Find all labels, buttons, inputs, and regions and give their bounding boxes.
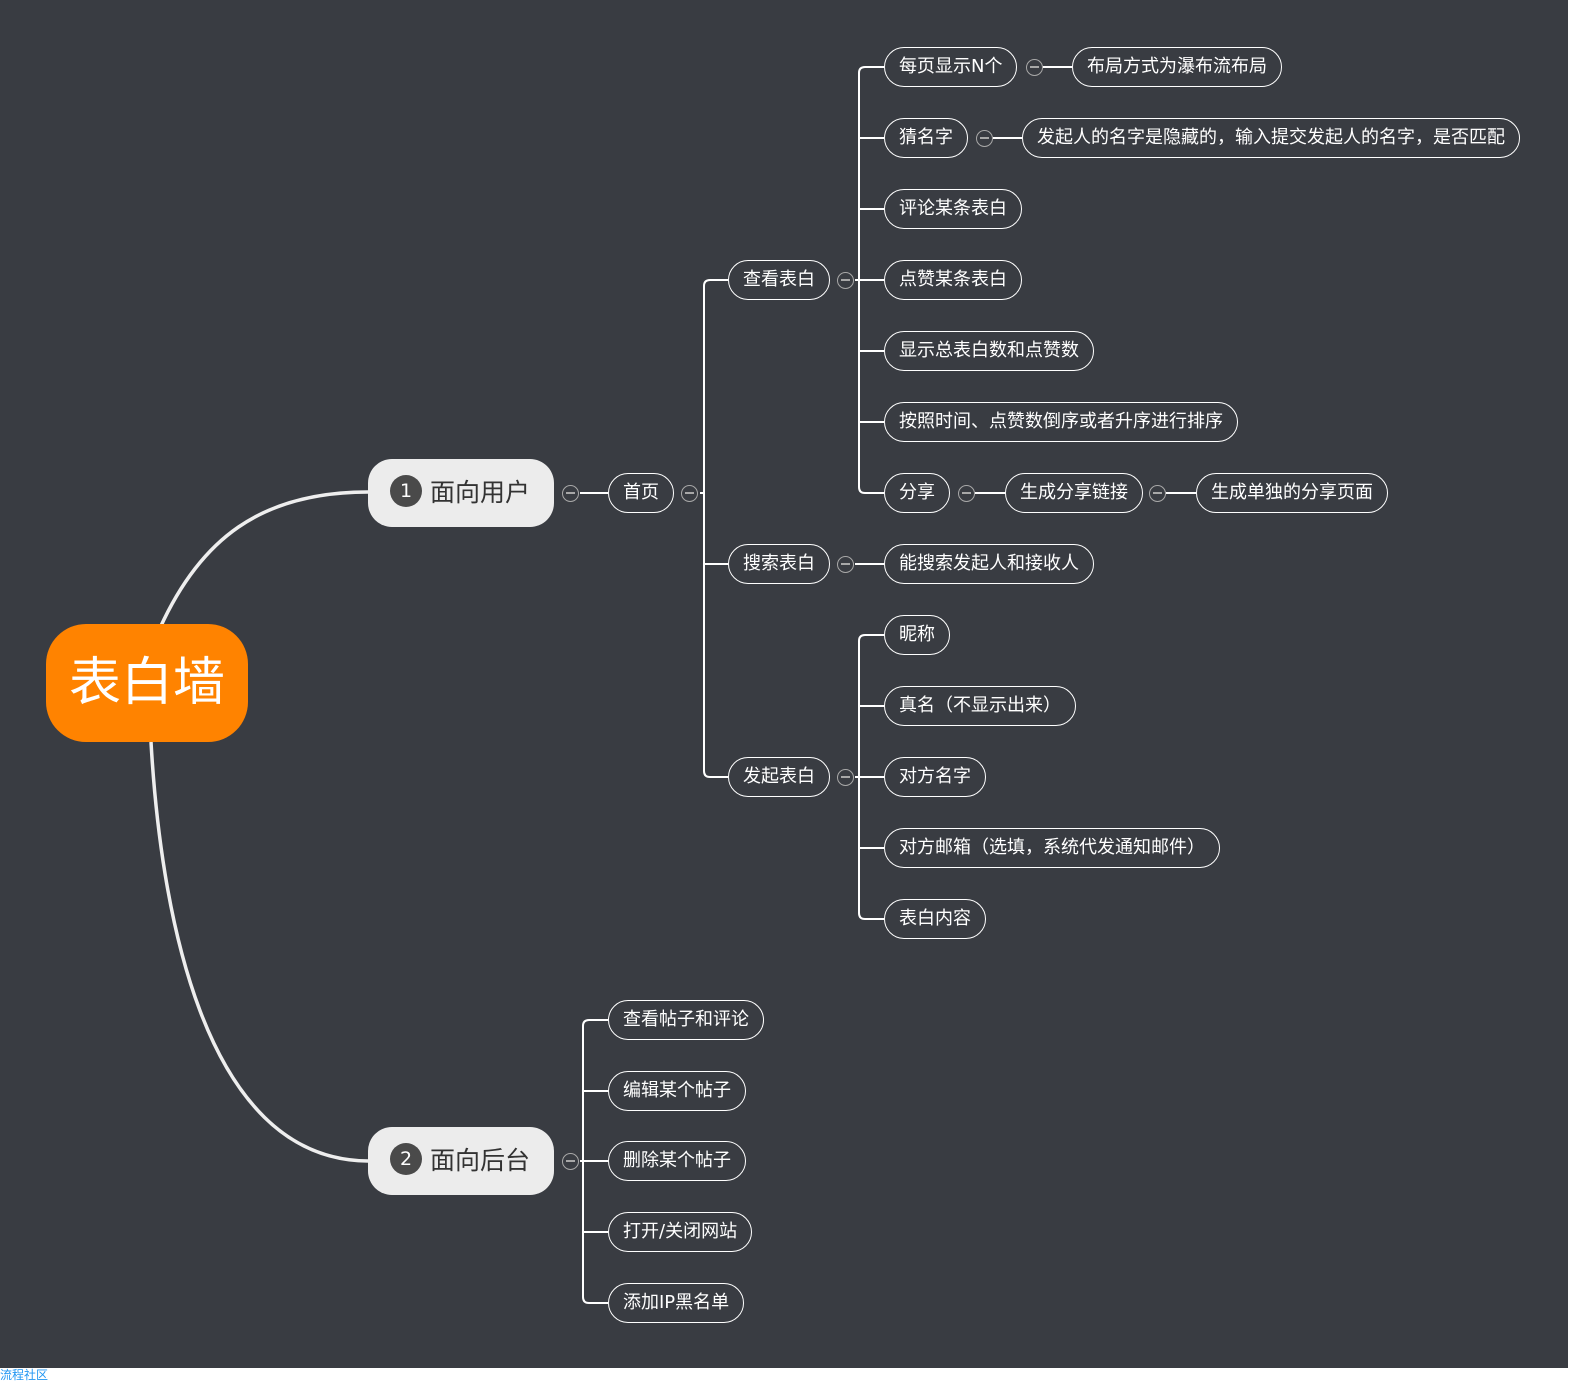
topic-totals[interactable]: 显示总表白数和点赞数 (884, 331, 1094, 371)
topic-create-confession[interactable]: 发起表白 (728, 757, 830, 797)
topic-ip-blacklist[interactable]: 添加IP黑名单 (608, 1283, 745, 1323)
topic-search-confession[interactable]: 搜索表白 (728, 544, 830, 584)
branch-admin-facing[interactable]: 2 面向后台 (368, 1127, 554, 1195)
collapse-toggle-icon[interactable] (562, 1153, 579, 1170)
topic-waterfall-layout[interactable]: 布局方式为瀑布流布局 (1072, 47, 1282, 87)
root-to-user-branch (158, 490, 369, 629)
topic-per-page[interactable]: 每页显示N个 (884, 47, 1018, 87)
topic-share[interactable]: 分享 (884, 473, 950, 513)
root-topic[interactable]: 表白墙 (46, 624, 248, 742)
collapse-toggle-icon[interactable] (1026, 59, 1043, 76)
collapse-toggle-icon[interactable] (681, 485, 698, 502)
topic-delete-post[interactable]: 删除某个帖子 (608, 1141, 746, 1181)
collapse-toggle-icon[interactable] (837, 556, 854, 573)
topic-guess-name-detail[interactable]: 发起人的名字是隐藏的，输入提交发起人的名字，是否匹配 (1022, 118, 1520, 158)
topic-real-name[interactable]: 真名（不显示出来） (884, 686, 1076, 726)
connector-lines (149, 66, 1196, 1304)
root-to-admin-branch (149, 741, 369, 1163)
topic-home[interactable]: 首页 (608, 473, 674, 513)
topic-toggle-site[interactable]: 打开/关闭网站 (608, 1212, 753, 1252)
collapse-toggle-icon[interactable] (1149, 485, 1166, 502)
topic-search-detail[interactable]: 能搜索发起人和接收人 (884, 544, 1094, 584)
branch-label: 面向后台 (430, 1146, 531, 1175)
topic-view-confession[interactable]: 查看表白 (728, 260, 830, 300)
topic-share-link[interactable]: 生成分享链接 (1005, 473, 1143, 513)
topic-guess-name[interactable]: 猜名字 (884, 118, 968, 158)
topic-target-name[interactable]: 对方名字 (884, 757, 986, 797)
topic-nickname[interactable]: 昵称 (884, 615, 950, 655)
collapse-toggle-icon[interactable] (976, 130, 993, 147)
topic-share-page[interactable]: 生成单独的分享页面 (1196, 473, 1388, 513)
topic-like[interactable]: 点赞某条表白 (884, 260, 1022, 300)
topic-content[interactable]: 表白内容 (884, 899, 986, 939)
collapse-toggle-icon[interactable] (562, 485, 579, 502)
topic-target-email[interactable]: 对方邮箱（选填，系统代发通知邮件） (884, 828, 1220, 868)
branch-number-badge: 2 (390, 1143, 422, 1175)
topic-comment[interactable]: 评论某条表白 (884, 189, 1022, 229)
collapse-toggle-icon[interactable] (837, 272, 854, 289)
home-trunk (700, 279, 711, 778)
collapse-toggle-icon[interactable] (958, 485, 975, 502)
branch-user-facing[interactable]: 1 面向用户 (368, 459, 554, 527)
mindmap-canvas: 表白墙 1 面向用户 2 面向后台 首页 查看表白 每页显示N个 布局方式为瀑布流布… (0, 0, 1568, 1368)
watermark-text: 流程社区 (0, 1368, 49, 1382)
branch-number-badge: 1 (390, 475, 422, 507)
topic-sort[interactable]: 按照时间、点赞数倒序或者升序进行排序 (884, 402, 1238, 442)
branch-label: 面向用户 (430, 478, 531, 507)
collapse-toggle-icon[interactable] (837, 769, 854, 786)
topic-edit-post[interactable]: 编辑某个帖子 (608, 1071, 746, 1111)
topic-view-posts[interactable]: 查看帖子和评论 (608, 1000, 764, 1040)
